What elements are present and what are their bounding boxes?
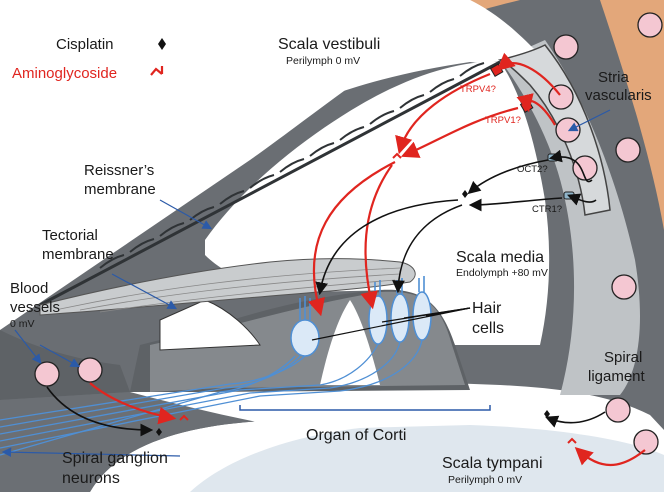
trpv1-label: TRPV1? (485, 115, 521, 126)
scala-vestibuli-label: Scala vestibuli (278, 36, 380, 53)
hair-cell-leader-lines (311, 307, 471, 341)
reissner-label-2: membrane (84, 181, 156, 198)
blood-vessel-left-2 (77, 357, 103, 383)
hair-cells-label-2: cells (472, 320, 504, 337)
hair-cells-label-1: Hair (472, 300, 502, 317)
legend-cisplatin-label: Cisplatin (56, 36, 114, 53)
ctr1-label: CTR1? (532, 204, 562, 215)
oct2-label: OCT2? (517, 164, 548, 175)
cisplatin-pathways (46, 149, 606, 437)
cisplatin-glyph-st (544, 410, 550, 418)
aminoglycoside-pathways (89, 52, 646, 467)
blood-vessel-lig-1 (637, 12, 663, 38)
cisplatin-icon (158, 38, 166, 50)
spiral-ligament-label-1: Spiral (604, 349, 642, 366)
aminoglycoside-glyph-left (179, 414, 189, 421)
blood-vessel-lig-4 (605, 397, 631, 423)
ctr1-transporter-icon (563, 191, 575, 200)
reissner-label-1: Reissner’s (84, 162, 154, 179)
stria-label-1: Stria (598, 69, 630, 86)
aminoglycoside-glyph-st (567, 437, 577, 444)
blood-vessel-stria-3 (555, 117, 581, 143)
trpv4-label: TRPV4? (460, 84, 496, 95)
aminoglycoside-glyph-center (392, 152, 402, 159)
scala-vestibuli-potential: Perilymph 0 mV (286, 55, 360, 67)
stria-label-2: vascularis (585, 87, 652, 104)
spiral-ganglion-label-1: Spiral ganglion (62, 450, 168, 467)
tectorial-label-2: membrane (42, 246, 114, 263)
tectorial-label-1: Tectorial (42, 227, 98, 244)
organ-of-corti-label: Organ of Corti (306, 427, 406, 444)
blood-vessels-label-1: Blood (10, 280, 48, 297)
spiral-ligament (500, 40, 640, 395)
blood-vessels-potential: 0 mV (10, 318, 35, 330)
blood-vessel-left-1 (34, 361, 60, 387)
scala-tympani-potential: Perilymph 0 mV (448, 474, 522, 486)
hair-cell-inner (290, 319, 320, 357)
blood-vessels-label-2: vessels (10, 299, 60, 316)
blood-vessel-lig-2 (615, 137, 641, 163)
label-leader-lines (1, 109, 611, 457)
blood-vessel-stria-1 (553, 34, 579, 60)
blood-vessel-lig-5 (633, 429, 659, 455)
cisplatin-glyph-left (156, 428, 162, 436)
scala-media-label: Scala media (456, 249, 544, 266)
scala-tympani-label: Scala tympani (442, 455, 543, 472)
reissners-membrane (39, 60, 501, 307)
scala-vestibuli-fluid (0, 0, 535, 315)
organ-of-corti-bracket (239, 405, 491, 411)
spiral-ganglion-label-2: neurons (62, 470, 120, 487)
legend-aminoglycoside-label: Aminoglycoside (12, 65, 117, 82)
cisplatin-glyph-center (462, 190, 468, 198)
aminoglycoside-icon (150, 66, 164, 76)
spiral-ganglion-neuron-fibers (0, 339, 423, 456)
tunnel-of-corti (320, 300, 380, 385)
scala-media-potential: Endolymph +80 mV (456, 267, 548, 279)
blood-vessel-lig-3 (611, 274, 637, 300)
blood-vessel-stria-2 (548, 84, 574, 110)
spiral-ligament-label-2: ligament (588, 368, 646, 385)
